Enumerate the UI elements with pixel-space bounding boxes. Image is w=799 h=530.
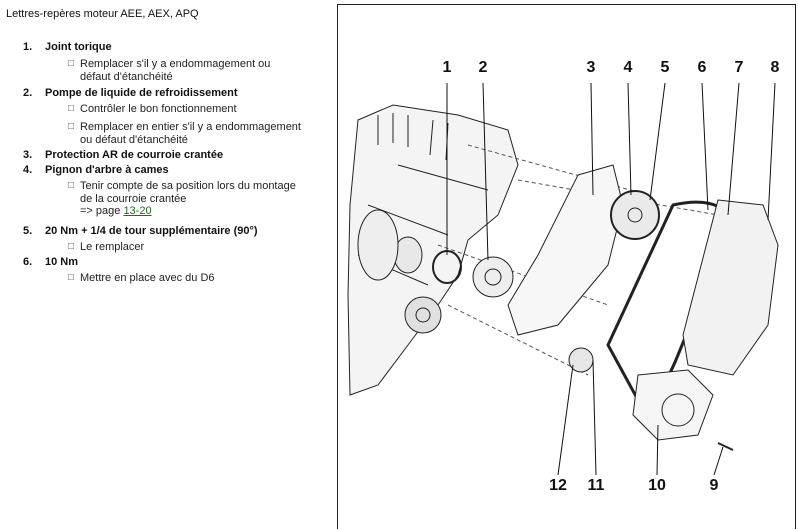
bolt	[717, 442, 734, 451]
front-belt-cover	[682, 199, 779, 376]
sub-line: de la courroie crantée	[80, 192, 187, 205]
sub-bullet: □ Mettre en place avec du D6	[68, 272, 215, 285]
checkbox-bullet-icon: □	[68, 241, 75, 252]
callout-3: 3	[586, 59, 596, 76]
callout-7: 7	[734, 59, 744, 76]
item-number: 4.	[23, 164, 33, 176]
item-label: Protection AR de courroie crantée	[45, 149, 224, 161]
callout-5: 5	[660, 59, 670, 76]
callout-leader-10	[656, 424, 659, 476]
sub-line: Tenir compte de sa position lors du mont…	[80, 180, 296, 192]
sub-line: Remplacer en entier s'il y a endommageme…	[80, 121, 301, 133]
callout-leader-8	[767, 82, 776, 221]
sub-bullet: □ Remplacer en entier s'il y a endommage…	[68, 121, 301, 146]
callout-leader-12	[557, 364, 574, 476]
item-label: 10 Nm	[45, 256, 79, 268]
sub-bullet: □ Remplacer s'il y a endommagement ou dé…	[68, 58, 271, 83]
callout-1: 1	[442, 59, 452, 76]
document-title: Lettres-repères moteur AEE, AEX, APQ	[6, 8, 199, 20]
cam-sprocket	[610, 190, 660, 240]
page-ref-prefix: => page	[80, 205, 124, 217]
sub-line: Le remplacer	[80, 241, 145, 253]
callout-leader-2	[482, 82, 489, 261]
callout-2: 2	[478, 59, 488, 76]
page-reference: => page 13-20	[80, 205, 296, 218]
callout-6: 6	[697, 59, 707, 76]
water-pump	[472, 256, 514, 298]
item-label: Joint torique	[45, 41, 112, 53]
callout-9: 9	[709, 477, 719, 494]
checkbox-bullet-icon: □	[68, 58, 75, 69]
item-number: 3.	[23, 149, 33, 161]
callout-10: 10	[648, 477, 666, 494]
sub-line: Remplacer s'il y a endommagement ou	[80, 58, 271, 70]
water-pump-hub	[484, 268, 502, 286]
sub-bullet: □ Contrôler le bon fonctionnement	[68, 103, 237, 116]
callout-leader-11	[592, 359, 597, 476]
crank-gear	[404, 296, 442, 334]
guide-line	[447, 304, 589, 376]
intake-cylinder	[357, 209, 399, 281]
exploded-view-figure: 1 2 3 4 5 6 7 8 12 11 10 9	[337, 4, 796, 529]
callout-4: 4	[623, 59, 633, 76]
item-number: 5.	[23, 225, 33, 237]
callout-leader-3	[590, 82, 594, 196]
checkbox-bullet-icon: □	[68, 272, 75, 283]
callout-8: 8	[770, 59, 780, 76]
item-number: 2.	[23, 87, 33, 99]
item-label: 20 Nm + 1/4 de tour supplémentaire (90°)	[45, 225, 258, 237]
callout-11: 11	[587, 477, 605, 494]
timing-belt-drawing	[347, 82, 779, 476]
rear-belt-guard	[507, 164, 624, 336]
sub-bullet: □ Le remplacer	[68, 241, 145, 254]
callout-leader-4	[627, 82, 632, 196]
sub-bullet: □ Tenir compte de sa position lors du mo…	[68, 180, 296, 218]
sub-line: ou défaut d'étanchéité	[80, 133, 188, 146]
checkbox-bullet-icon: □	[68, 103, 75, 114]
lower-belt-cover	[632, 369, 714, 441]
callout-leader-7	[727, 82, 740, 216]
callout-12: 12	[549, 477, 567, 494]
item-number: 6.	[23, 256, 33, 268]
sub-line: Mettre en place avec du D6	[80, 272, 215, 284]
item-label: Pignon d'arbre à cames	[45, 164, 169, 176]
crank-gear-hub	[415, 307, 431, 323]
callout-leader-5	[649, 82, 666, 201]
sub-line: défaut d'étanchéité	[80, 70, 173, 83]
checkbox-bullet-icon: □	[68, 180, 75, 191]
page-ref-link[interactable]: 13-20	[123, 205, 152, 217]
callout-leader-6	[701, 82, 709, 211]
lower-cover-hole	[661, 393, 695, 427]
checkbox-bullet-icon: □	[68, 121, 75, 132]
engine-block-outline	[347, 104, 519, 396]
item-label: Pompe de liquide de refroidissement	[45, 87, 238, 99]
cam-sprocket-hub	[627, 207, 643, 223]
sub-line: Contrôler le bon fonctionnement	[80, 103, 237, 115]
callout-leader-9	[713, 446, 724, 476]
item-number: 1.	[23, 41, 33, 53]
